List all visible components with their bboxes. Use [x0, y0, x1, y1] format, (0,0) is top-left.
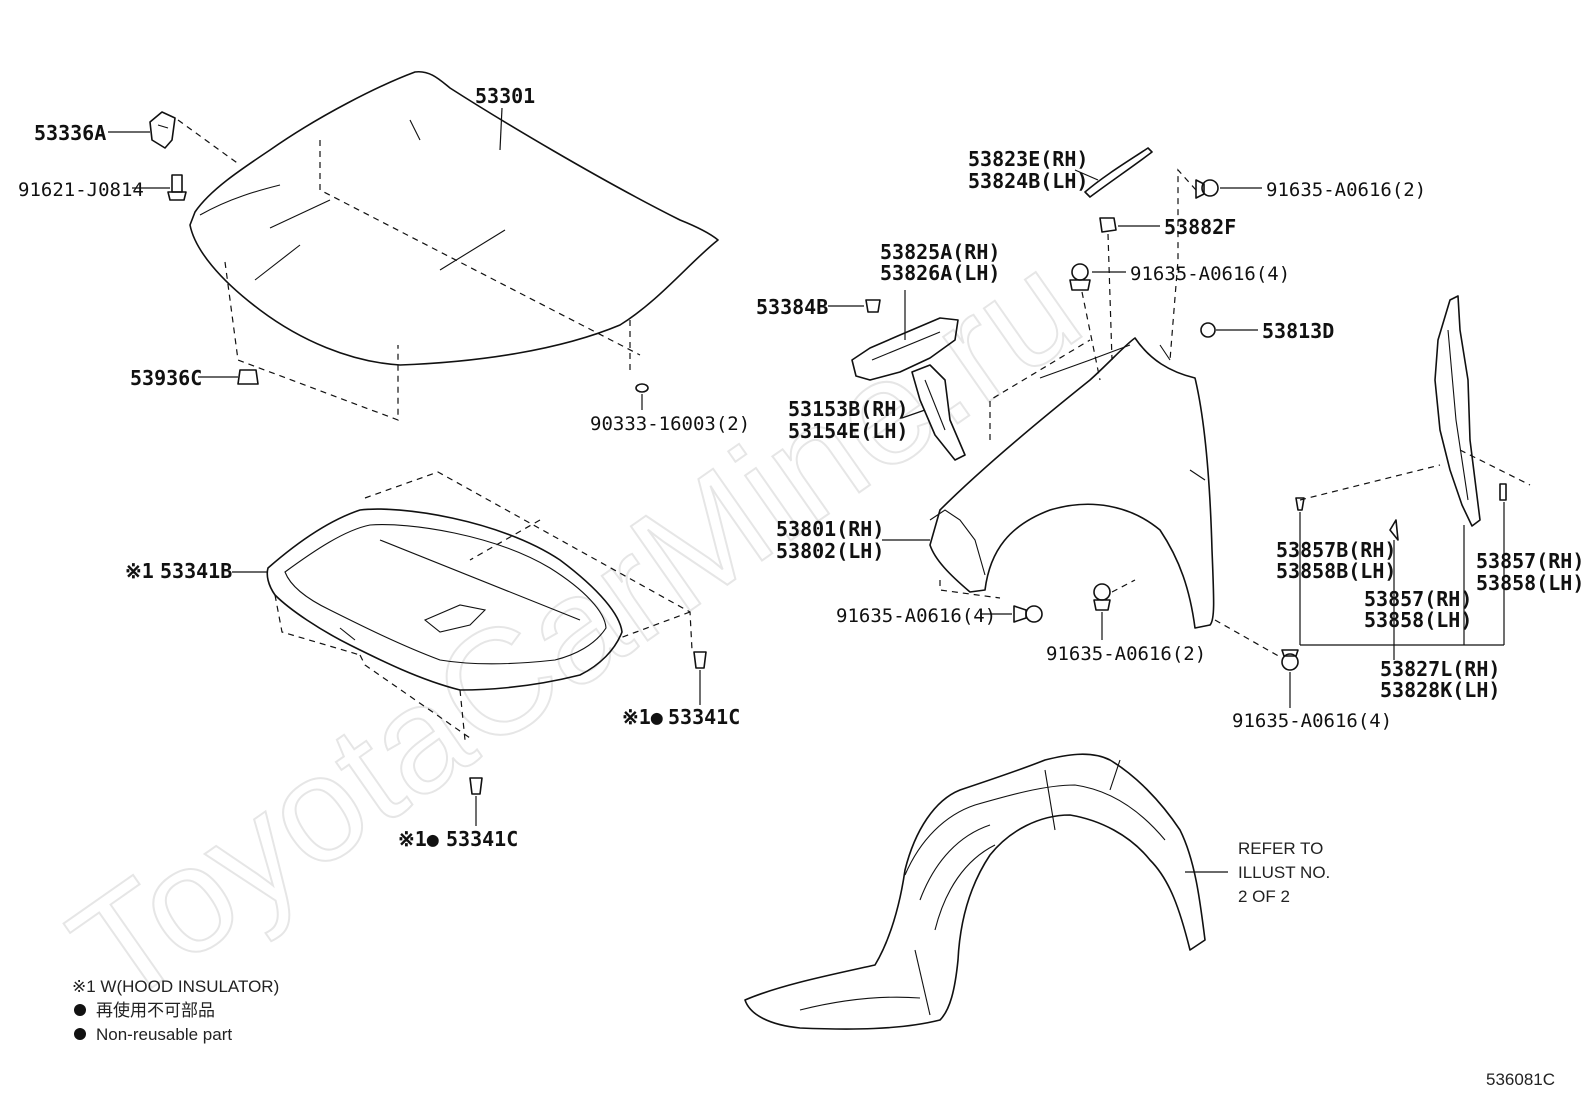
hood-cushion-icon [237, 369, 259, 385]
label-seal-d-rh: 53857(RH) [1476, 549, 1584, 573]
label-clip-f: 53882F [1164, 215, 1236, 239]
label-plug-b: 53384B [756, 295, 828, 319]
hinge-bolt-icon [167, 174, 187, 201]
label-seal-c-lh: 53858(LH) [1364, 608, 1472, 632]
hood-hinge-icon [149, 111, 176, 149]
label-insulator: 53341B [160, 559, 232, 583]
retainer-b-icon [469, 777, 483, 795]
seal-c-icon [1389, 519, 1399, 541]
bullet-icon [74, 1004, 86, 1016]
label-seal-rh: 53823E(RH) [968, 147, 1088, 171]
label-retainer-b-mark: ※1● [398, 827, 439, 851]
label-hinge-bolt: 91621-J0814 [18, 179, 144, 201]
hood-plug-icon [635, 383, 649, 393]
bolt-top-icon [1195, 179, 1219, 199]
label-seal-lh: 53824B(LH) [968, 169, 1088, 193]
label-seal-assy-lh: 53828K(LH) [1380, 678, 1500, 702]
label-seal-assy-rh: 53827L(RH) [1380, 657, 1500, 681]
front-fender-panel [929, 337, 1215, 629]
label-fender-rh: 53801(RH) [776, 517, 884, 541]
svg-text:ToyotaCarMine.ru: ToyotaCarMine.ru [42, 220, 1108, 1037]
fender-rear-seal [1434, 295, 1481, 527]
diagram-id: 536081C [1486, 1070, 1555, 1089]
label-bracket-rh: 53825A(RH) [880, 240, 1000, 264]
fender-liner [744, 753, 1206, 1030]
label-hood-cushion: 53936C [130, 366, 202, 390]
hood-insulator-panel [266, 508, 623, 691]
label-seal-c-rh: 53857(RH) [1364, 587, 1472, 611]
label-retainer-a: 53341C [668, 705, 740, 729]
bolt-rear-icon [1281, 649, 1299, 671]
legend-line-3: Non-reusable part [96, 1025, 232, 1044]
bullet-icon [74, 1028, 86, 1040]
label-grommet-d: 53813D [1262, 319, 1334, 343]
legend-line-2: 再使用不可部品 [96, 1000, 215, 1020]
label-hood: 53301 [475, 84, 535, 108]
refer-text-2: ILLUST NO. [1238, 863, 1330, 882]
fender-seal-strip [1084, 147, 1153, 198]
label-fender-lh: 53802(LH) [776, 539, 884, 563]
fender-bracket [851, 317, 959, 381]
label-bolt-lower: 91635-A0616(2) [1046, 643, 1206, 665]
label-bolt-front: 91635-A0616(4) [836, 605, 996, 627]
legend: ※1 W(HOOD INSULATOR) 再使用不可部品 Non-reusabl… [72, 977, 279, 1044]
label-seal-d-lh: 53858(LH) [1476, 571, 1584, 595]
label-seal-b-lh: 53858B(LH) [1276, 559, 1396, 583]
bolt-mid-icon [1069, 263, 1091, 291]
plug-b-icon [865, 299, 881, 313]
label-hood-plug: 90333-16003(2) [590, 413, 750, 435]
label-brace-lh: 53154E(LH) [788, 419, 908, 443]
seal-d-icon [1499, 483, 1507, 501]
label-bracket-lh: 53826A(LH) [880, 261, 1000, 285]
label-retainer-b: 53341C [446, 827, 518, 851]
label-bolt-rear: 91635-A0616(4) [1232, 710, 1392, 732]
bolt-lower-icon [1093, 583, 1111, 611]
label-brace-rh: 53153B(RH) [788, 397, 908, 421]
grommet-d-icon [1200, 322, 1216, 338]
label-hood-hinge: 53336A [34, 121, 106, 145]
refer-text-3: 2 OF 2 [1238, 887, 1290, 906]
bolt-front-icon [1013, 605, 1043, 623]
label-bolt-top: 91635-A0616(2) [1266, 179, 1426, 201]
watermark: ToyotaCarMine.ru [41, 219, 1109, 1038]
label-seal-b-rh: 53857B(RH) [1276, 538, 1396, 562]
hood-panel [189, 70, 719, 366]
seal-b-icon [1295, 497, 1305, 511]
refer-text-1: REFER TO [1238, 839, 1323, 858]
fender-brace [911, 364, 966, 461]
label-insulator-mark: ※1 [125, 559, 154, 583]
label-bolt-mid: 91635-A0616(4) [1130, 263, 1290, 285]
retainer-a-icon [693, 651, 707, 669]
legend-line-1: ※1 W(HOOD INSULATOR) [72, 977, 279, 996]
label-retainer-a-mark: ※1● [622, 705, 663, 729]
clip-f-icon [1099, 217, 1117, 233]
